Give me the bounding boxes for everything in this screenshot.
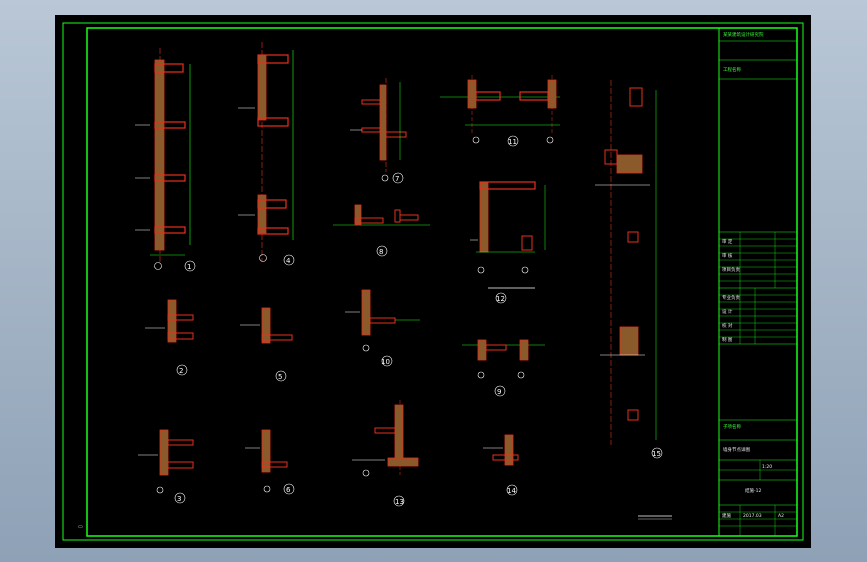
detail-12[interactable] (470, 181, 546, 304)
tb-bottom-0: 建施 (722, 512, 731, 519)
detail-11[interactable] (440, 75, 560, 147)
tb-row-5: 校 对 (722, 322, 733, 329)
sheet-marker: ▭ (78, 524, 83, 530)
detail-1[interactable] (135, 48, 196, 272)
tb-bottom-2: A2 (778, 513, 784, 519)
detail-6[interactable] (245, 429, 295, 495)
detail-4[interactable] (238, 42, 295, 266)
detail-8-label: 8 (379, 248, 383, 256)
title-scale: 1:20 (762, 464, 772, 470)
detail-14[interactable] (483, 434, 519, 496)
detail-6-label: 6 (286, 486, 291, 494)
detail-2[interactable] (145, 299, 194, 376)
detail-9-label: 9 (497, 388, 501, 396)
detail-3-label: 3 (177, 495, 181, 503)
title-project-label: 工程名称 (723, 66, 741, 73)
detail-5[interactable] (240, 307, 293, 382)
tb-bottom-1: 2017.03 (743, 513, 762, 519)
detail-1-label: 1 (187, 263, 191, 271)
detail-3[interactable] (138, 429, 194, 504)
title-drawing-name: 墙身节点详图 (723, 446, 750, 453)
detail-9[interactable] (462, 339, 545, 397)
detail-12-label: 12 (496, 295, 505, 303)
tb-row-4: 设 计 (722, 308, 733, 315)
detail-8[interactable] (333, 204, 430, 257)
inner-frame (86, 27, 798, 537)
tb-row-1: 审 核 (722, 252, 733, 259)
detail-10-label: 10 (381, 358, 390, 366)
title-drawing-no: 结施-12 (745, 487, 761, 494)
drawing-sheet[interactable] (55, 15, 811, 548)
title-block (718, 28, 797, 536)
detail-10[interactable] (345, 289, 420, 367)
title-sheet-label: 子项名称 (723, 423, 741, 430)
detail-15[interactable] (595, 80, 663, 459)
detail-7-label: 7 (395, 175, 399, 183)
detail-13-label: 13 (395, 498, 404, 506)
outer-frame (62, 22, 804, 541)
title-company: 某某建筑设计研究院 (723, 31, 764, 38)
tb-row-2: 项目负责 (722, 266, 740, 273)
detail-13[interactable] (352, 400, 419, 507)
detail-4-label: 4 (286, 257, 291, 265)
tb-row-3: 专业负责 (722, 294, 740, 301)
detail-2-label: 2 (179, 367, 183, 375)
detail-7[interactable] (350, 78, 407, 184)
detail-11-label: 11 (508, 138, 517, 146)
detail-14-label: 14 (507, 487, 516, 495)
detail-5-label: 5 (278, 373, 282, 381)
detail-15-label: 15 (652, 450, 661, 458)
scale-bar (638, 515, 672, 520)
tb-row-0: 审 定 (722, 238, 733, 245)
tb-row-6: 制 图 (722, 336, 733, 343)
